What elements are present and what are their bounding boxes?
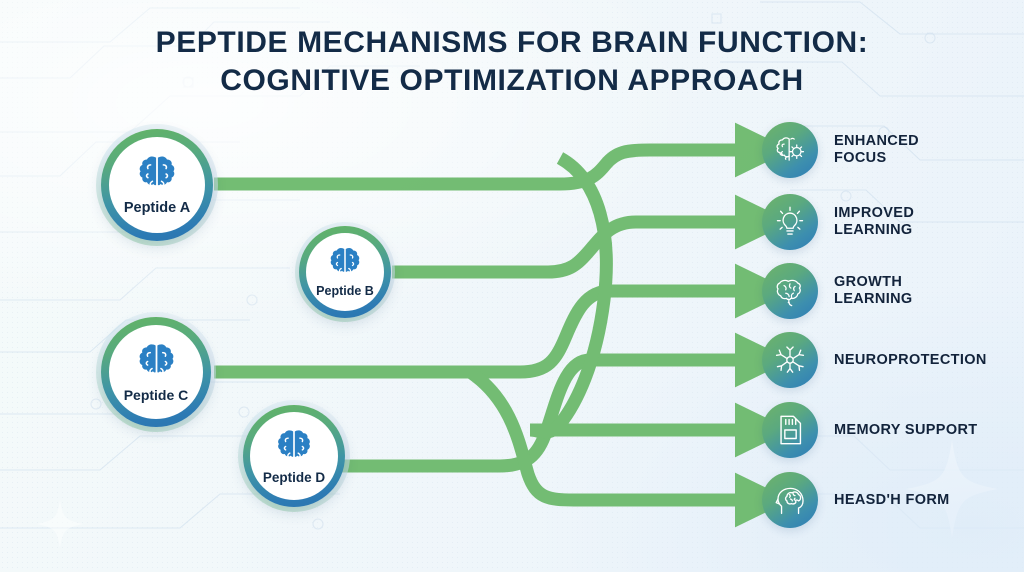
peptide-a-label: Peptide A: [123, 200, 191, 217]
peptide-node-a[interactable]: Peptide A: [96, 124, 218, 246]
brain-icon: [330, 248, 360, 273]
peptide-d-label: Peptide D: [262, 469, 326, 485]
outcome-label-enhanced-focus: ENHANCED FOCUS: [834, 133, 919, 166]
outcome-icon-wrap-enhanced-focus: [762, 122, 818, 178]
outcome-label-health-form: HEASD'H FORM: [834, 491, 950, 508]
brain-outline-icon: [776, 279, 801, 306]
outcome-label-neuroprotection: NEUROPROTECTION: [834, 351, 987, 368]
peptide-node-b[interactable]: Peptide B: [295, 222, 395, 322]
memory-card-icon: [779, 415, 801, 445]
peptide-b-inner: Peptide B: [306, 233, 384, 311]
peptide-b-label: Peptide B: [316, 284, 374, 299]
lightbulb-icon: [776, 206, 804, 235]
outcome-icon-wrap-health-form: [762, 472, 818, 528]
flow-a-to-enhanced-focus: [214, 122, 792, 191]
title-line-1: PEPTIDE MECHANISMS FOR BRAIN FUNCTION:: [155, 26, 869, 59]
outcome-item-enhanced-focus[interactable]: ENHANCED FOCUS: [762, 122, 919, 178]
outcome-item-neuroprotection[interactable]: NEUROPROTECTION: [762, 332, 987, 388]
outcome-icon-wrap-growth-learning: [762, 263, 818, 319]
outcome-label-improved-learning: IMPROVED LEARNING: [834, 205, 915, 238]
outcome-item-memory-support[interactable]: MEMORY SUPPORT: [762, 402, 977, 458]
outcome-label-memory-support: MEMORY SUPPORT: [834, 421, 978, 438]
neuron-icon: [775, 346, 805, 373]
brain-icon: [139, 156, 175, 186]
flow-b-to-improved-learning: [392, 194, 792, 279]
head-brain-icon: [775, 487, 804, 515]
brain-gear-icon: [776, 137, 805, 161]
peptide-a-inner: Peptide A: [109, 137, 205, 233]
outcome-label-growth-learning: GROWTH LEARNING: [834, 274, 913, 307]
outcome-item-improved-learning[interactable]: IMPROVED LEARNING: [762, 194, 914, 250]
peptide-d-inner: Peptide D: [250, 412, 338, 500]
outcome-icon-wrap-memory-support: [762, 402, 818, 458]
outcome-item-health-form[interactable]: HEASD'H FORM: [762, 472, 950, 528]
outcome-item-growth-learning[interactable]: GROWTH LEARNING: [762, 263, 913, 319]
outcome-icon-wrap-improved-learning: [762, 194, 818, 250]
title-line-2: COGNITIVE OPTIMIZATION APPROACH: [220, 64, 804, 97]
outcome-icon-wrap-neuroprotection: [762, 332, 818, 388]
peptide-node-c[interactable]: Peptide C: [96, 312, 216, 432]
brain-icon: [278, 430, 310, 457]
brain-icon: [139, 344, 173, 373]
page-title: PEPTIDE MECHANISMS FOR BRAIN FUNCTION: C…: [0, 24, 1024, 100]
peptide-c-inner: Peptide C: [109, 325, 203, 419]
peptide-node-d[interactable]: Peptide D: [238, 400, 350, 512]
peptide-c-label: Peptide C: [123, 387, 189, 403]
